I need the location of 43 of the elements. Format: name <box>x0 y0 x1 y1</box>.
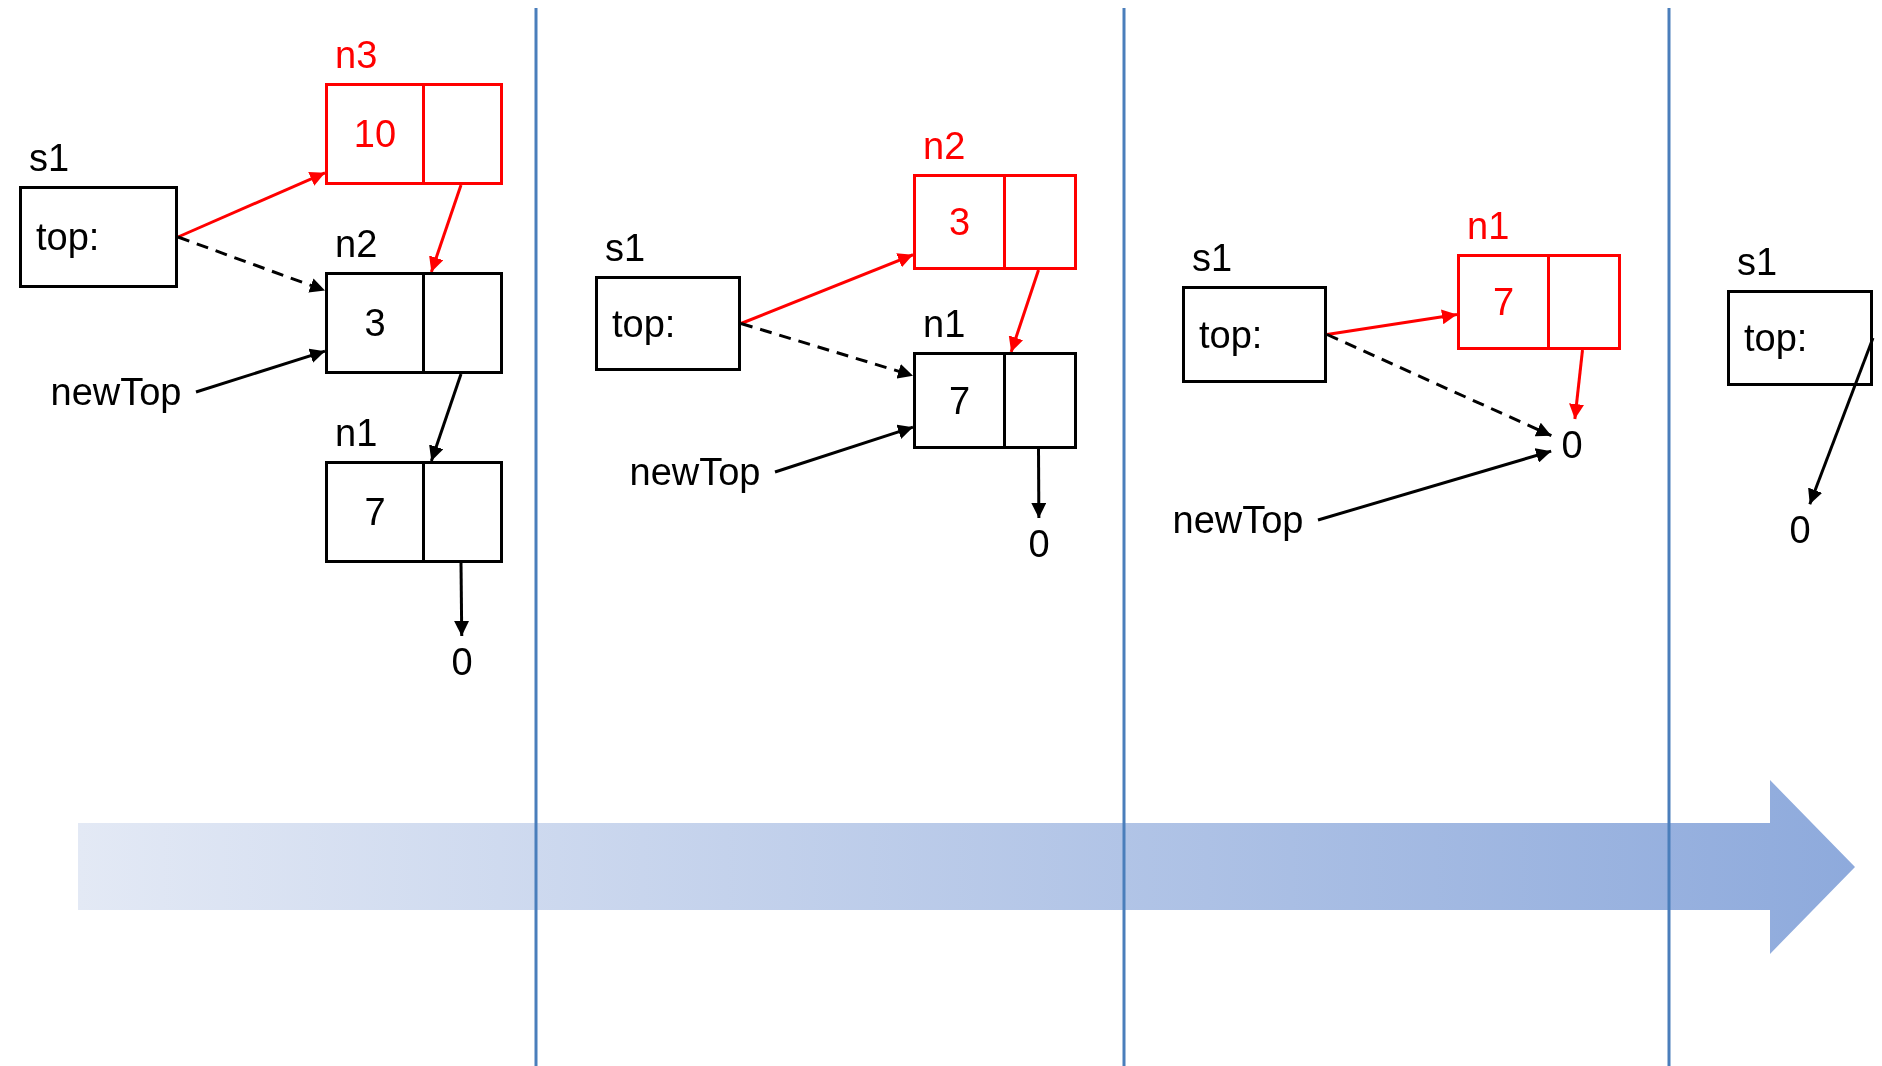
dashed-arrow <box>740 322 914 379</box>
arrow <box>1031 449 1047 518</box>
node-name: s1 <box>29 136 70 180</box>
node-name: n1 <box>1467 204 1510 248</box>
pointer-label: 0 <box>1560 423 1584 467</box>
pointer-label: 0 <box>1027 522 1051 566</box>
arrow <box>740 253 914 325</box>
arrow <box>1008 269 1040 353</box>
node-name: n2 <box>335 222 378 266</box>
node-name: n3 <box>335 33 378 77</box>
arrow <box>1317 448 1552 522</box>
arrow <box>1569 349 1584 420</box>
pointer-label: newTop <box>628 450 762 494</box>
node-name: n2 <box>923 124 966 168</box>
node-value: 3 <box>363 301 387 346</box>
node-name: n1 <box>923 302 966 346</box>
pointer-label: newTop <box>1171 498 1305 542</box>
pointer-label: 0 <box>450 640 474 684</box>
node-name: n1 <box>335 411 378 455</box>
field-label: top: <box>1744 316 1808 361</box>
node-value: 10 <box>352 112 398 157</box>
node-name: s1 <box>1737 240 1778 284</box>
arrow <box>454 563 470 636</box>
arrow <box>429 184 463 273</box>
field-label: top: <box>36 215 100 260</box>
arrow <box>177 171 326 239</box>
arrow <box>429 373 463 462</box>
arrow <box>1808 337 1875 505</box>
node-name: s1 <box>605 226 646 270</box>
arrow <box>1326 309 1458 336</box>
dashed-arrow <box>1326 333 1552 438</box>
node-value: 7 <box>1491 280 1516 325</box>
node-value: 7 <box>363 490 387 535</box>
node-name: s1 <box>1192 236 1233 280</box>
arrow <box>195 348 326 394</box>
field-label: top: <box>1199 312 1263 358</box>
arrow <box>774 424 914 474</box>
pointer-label: 0 <box>1788 508 1812 552</box>
pointer-label: newTop <box>49 370 183 414</box>
node-value: 7 <box>947 378 972 424</box>
node-value: 3 <box>947 200 972 245</box>
field-label: top: <box>612 301 676 347</box>
dashed-arrow <box>177 235 326 293</box>
